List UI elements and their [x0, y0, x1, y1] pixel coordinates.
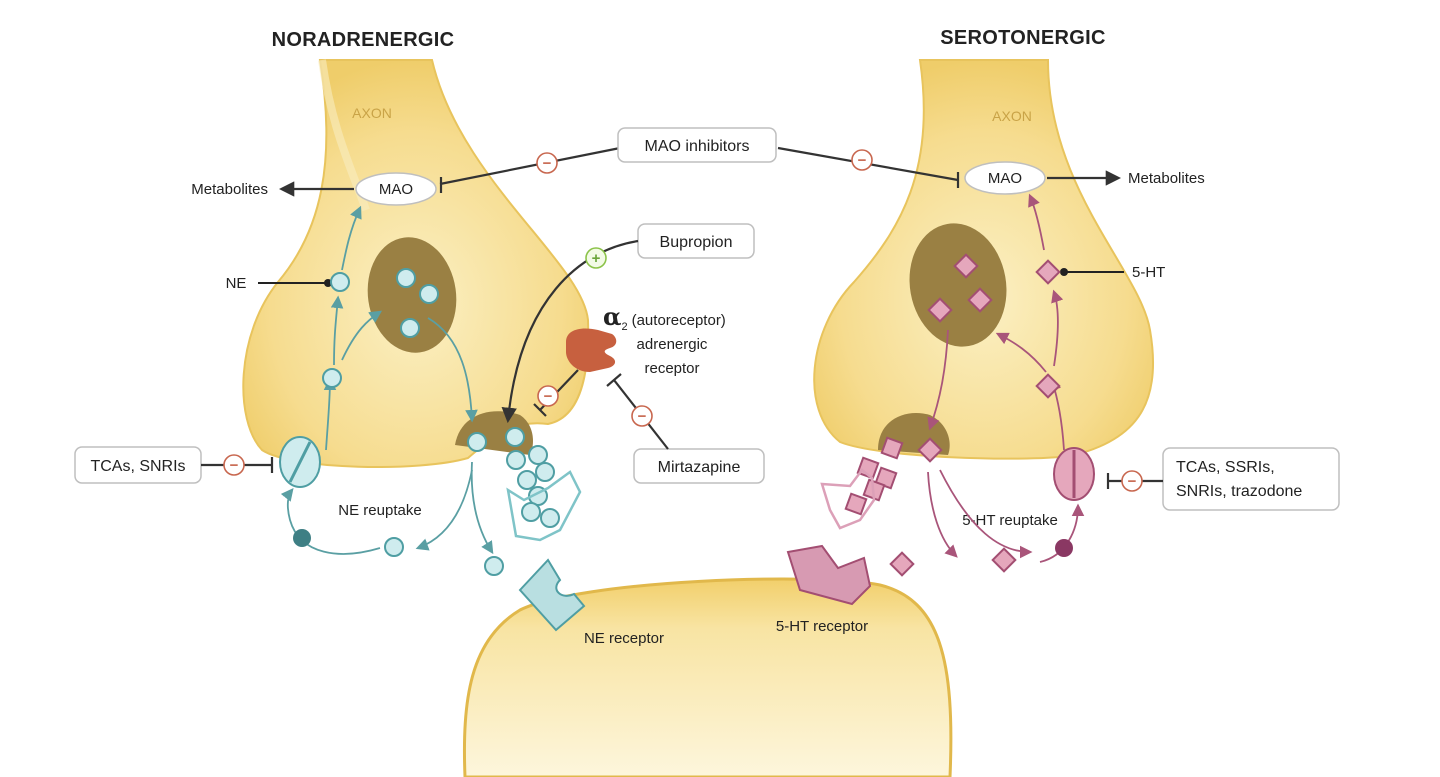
postsynaptic-neuron [462, 577, 953, 777]
ht-receptor-label: 5-HT receptor [776, 618, 868, 635]
alpha2-label-line2: adrenergic [637, 336, 708, 353]
ht-label: 5-HT [1132, 264, 1165, 281]
alpha2-label: α2(autoreceptor) [603, 302, 726, 333]
svg-text:+: + [592, 250, 601, 267]
tcas-snris-label: TCAs, SNRIs [90, 458, 185, 475]
metabolites-label-left: Metabolites [191, 181, 268, 198]
svg-text:−: − [543, 155, 552, 172]
ht-molecules [844, 253, 1061, 577]
ne-storage-vesicle [367, 237, 457, 353]
minus-sign-alpha2: − [537, 385, 559, 407]
ht-receptor [786, 544, 872, 606]
mao-label-right: MAO [988, 170, 1022, 187]
ht-reuptake-label: 5-HT reuptake [962, 512, 1058, 529]
bupropion-line [501, 239, 639, 424]
ne-receptor [518, 558, 586, 632]
alpha2-autoreceptor [566, 328, 617, 372]
ne-molecules [322, 268, 560, 576]
mao-inhibitors-label: MAO inhibitors [645, 138, 750, 155]
bupropion-label: Bupropion [660, 234, 733, 251]
ne-label: NE [226, 275, 247, 292]
tcas-ssris-box [1162, 447, 1340, 511]
svg-text:−: − [638, 408, 647, 425]
ne-reuptake-transporter [279, 436, 321, 488]
svg-text:−: − [230, 457, 239, 474]
ne-receptor-label: NE receptor [584, 630, 664, 647]
ht-reuptake-transporter [1053, 447, 1095, 501]
svg-text:−: − [858, 152, 867, 169]
mao-inhibitors-box [617, 127, 777, 163]
minus-sign-mao-left: − [536, 152, 558, 174]
tcas-ssris-label-line2: SNRIs, trazodone [1176, 483, 1302, 500]
serotonergic-terminal [813, 59, 1155, 460]
alpha2-label-line3: receptor [644, 360, 699, 377]
axon-label-right: AXON [992, 108, 1032, 124]
plus-sign-bupropion: + [585, 247, 607, 269]
mao-inhibitor-line-left [439, 146, 621, 186]
axon-label-left: AXON [352, 105, 392, 121]
minus-sign-tcas-snris: − [223, 454, 245, 476]
tcas-ssris-label-line1: TCAs, SSRIs, [1176, 459, 1275, 476]
mao-label-left: MAO [379, 181, 413, 198]
mirtazapine-box [633, 448, 765, 484]
svg-text:−: − [544, 388, 553, 405]
metabolites-label-right: Metabolites [1128, 170, 1205, 187]
mirtazapine-label: Mirtazapine [658, 459, 741, 476]
mao-enzyme-right [964, 161, 1046, 195]
title-serotonergic: SEROTONERGIC [940, 27, 1105, 49]
svg-text:−: − [1128, 473, 1137, 490]
mao-enzyme-left [355, 172, 437, 206]
minus-sign-mao-right: − [851, 149, 873, 171]
minus-sign-mirtazapine: − [631, 405, 653, 427]
minus-sign-tcas-ssris: − [1121, 470, 1143, 492]
title-noradrenergic: NORADRENERGIC [272, 29, 455, 51]
ne-reuptake-label: NE reuptake [338, 502, 421, 519]
